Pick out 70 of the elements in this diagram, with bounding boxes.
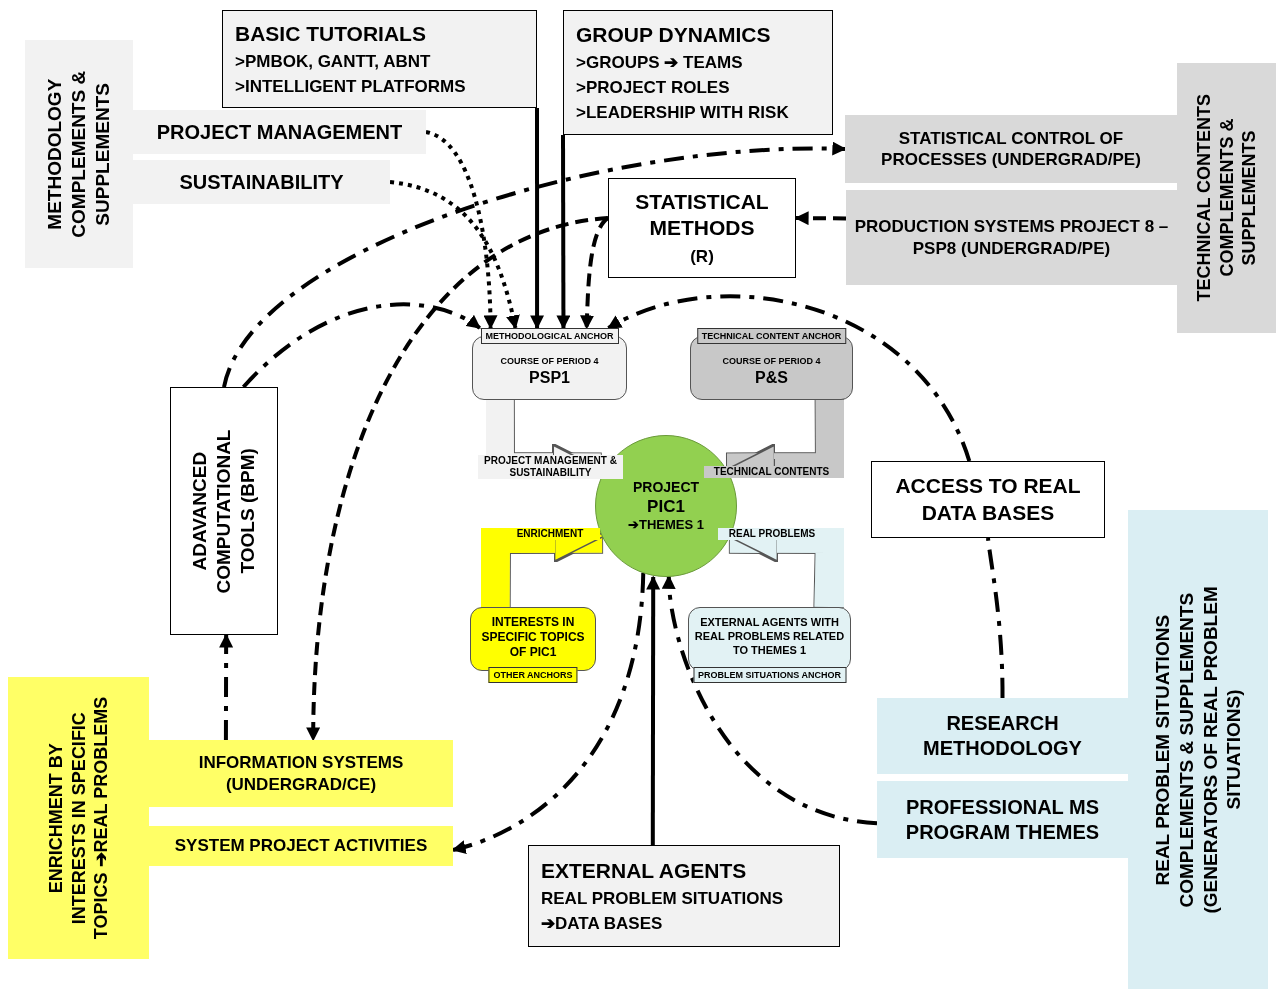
course-label: EXTERNAL AGENTS WITH REAL PROBLEMS RELATED TO THEMES 1	[693, 616, 846, 658]
course-label: PSP1	[529, 367, 570, 388]
anchor-tag: OTHER ANCHORS	[488, 667, 578, 683]
anchor-tag: PROBLEM SITUATIONS ANCHOR	[693, 667, 846, 683]
panel-label: TECHNICAL CONTENTS COMPLEMENTS & SUPPLEMENTS	[1192, 93, 1260, 304]
box-label: PROJECT MANAGEMENT	[156, 119, 403, 145]
group-panel	[1177, 63, 1276, 333]
box-label: REAL PROBLEM SITUATIONS	[541, 887, 784, 910]
arrow	[222, 142, 847, 388]
course-label: P&S	[755, 367, 788, 388]
band-arrow	[479, 399, 604, 496]
arrow	[607, 294, 972, 462]
course-label: COURSE OF PERIOD 4	[722, 356, 821, 368]
group-panel	[8, 677, 149, 959]
arrow	[646, 575, 661, 845]
arrow	[794, 211, 847, 226]
course-label: COURSE OF PERIOD 4	[500, 356, 599, 368]
topic-box	[170, 387, 278, 635]
arrow	[425, 130, 498, 330]
box-label: EXTERNAL AGENTS	[541, 857, 747, 884]
topic-box	[528, 845, 840, 947]
arrow	[242, 302, 481, 389]
panel-label: METHODOLOGY COMPLEMENTS & SUPPLEMENTS	[43, 69, 114, 240]
topic-box	[608, 178, 796, 278]
box-label: PROFESSIONAL MS PROGRAM THEMES	[904, 794, 1101, 845]
box-label: GROUP DYNAMICS	[576, 21, 771, 48]
topic-box	[845, 115, 1177, 183]
arrow	[530, 108, 545, 330]
topic-box	[877, 781, 1128, 858]
topic-box	[871, 461, 1105, 538]
topic-box	[222, 10, 537, 108]
box-label: STATISTICAL CONTROL OF PROCESSES (UNDERGRAD/PE)	[880, 127, 1142, 171]
box-label: RESEARCH METHODOLOGY	[922, 711, 1083, 761]
box-label: ➔THEMES 1	[628, 517, 704, 534]
box-label: ➔DATA BASES	[541, 913, 663, 935]
box-label: PRODUCTION SYSTEMS PROJECT 8 – PSP8 (UNDERGRAD/PE)	[853, 216, 1170, 259]
panel-label: ENRICHMENT BY INTERESTS IN SPECIFIC TOPICS ➔REAL PROBLEMS	[44, 695, 112, 942]
box-label: >LEADERSHIP WITH RISK	[576, 102, 789, 124]
topic-box	[149, 826, 453, 866]
box-label: >PMBOK, GANTT, ABNT	[235, 50, 431, 73]
box-label: >INTELLIGENT PLATFORMS	[235, 76, 466, 98]
topic-box	[133, 160, 390, 204]
box-label: BASIC TUTORIALS	[235, 20, 426, 47]
arrow	[389, 180, 520, 330]
arrow	[306, 216, 609, 742]
topic-box	[149, 740, 453, 807]
panel-label: REAL PROBLEM SITUATIONS COMPLEMENTS & SUPPLEMENTS (GENERATORS OF REAL PROBLEM SITUATIONS)	[1150, 584, 1245, 916]
box-label: >PROJECT ROLES	[576, 77, 730, 99]
box-label: (R)	[690, 245, 714, 267]
box-label: >GROUPS ➔ TEAMS	[576, 51, 743, 73]
box-label: INFORMATION SYSTEMS (UNDERGRAD/CE)	[197, 752, 405, 795]
box-label: ACCESS TO REAL DATA BASES	[894, 473, 1082, 526]
box-label: STATISTICAL METHODS	[634, 189, 770, 242]
box-label: PROJECT	[632, 478, 700, 496]
arrow	[556, 135, 571, 330]
anchor-tag: METHODOLOGICAL ANCHOR	[480, 328, 619, 344]
edge-label: PROJECT MANAGEMENT & SUSTAINABILITY	[478, 455, 623, 479]
panel-label: ADAVANCED COMPUTATIONAL TOOLS (BPM)	[188, 428, 259, 595]
topic-box	[877, 698, 1128, 774]
box-label: SUSTAINABILITY	[179, 169, 344, 195]
arrow	[219, 633, 234, 740]
course-label: INTERESTS IN SPECIFIC TOPICS OF PIC1	[480, 614, 586, 660]
box-label: SYSTEM PROJECT ACTIVITIES	[174, 835, 428, 857]
topic-box	[133, 110, 426, 154]
anchor-tag: TECHNICAL CONTENT ANCHOR	[696, 328, 847, 344]
box-label: PIC1	[647, 496, 685, 518]
topic-box	[563, 10, 833, 135]
group-panel	[1128, 510, 1268, 989]
connector-line	[986, 537, 1005, 698]
topic-box	[846, 190, 1177, 285]
